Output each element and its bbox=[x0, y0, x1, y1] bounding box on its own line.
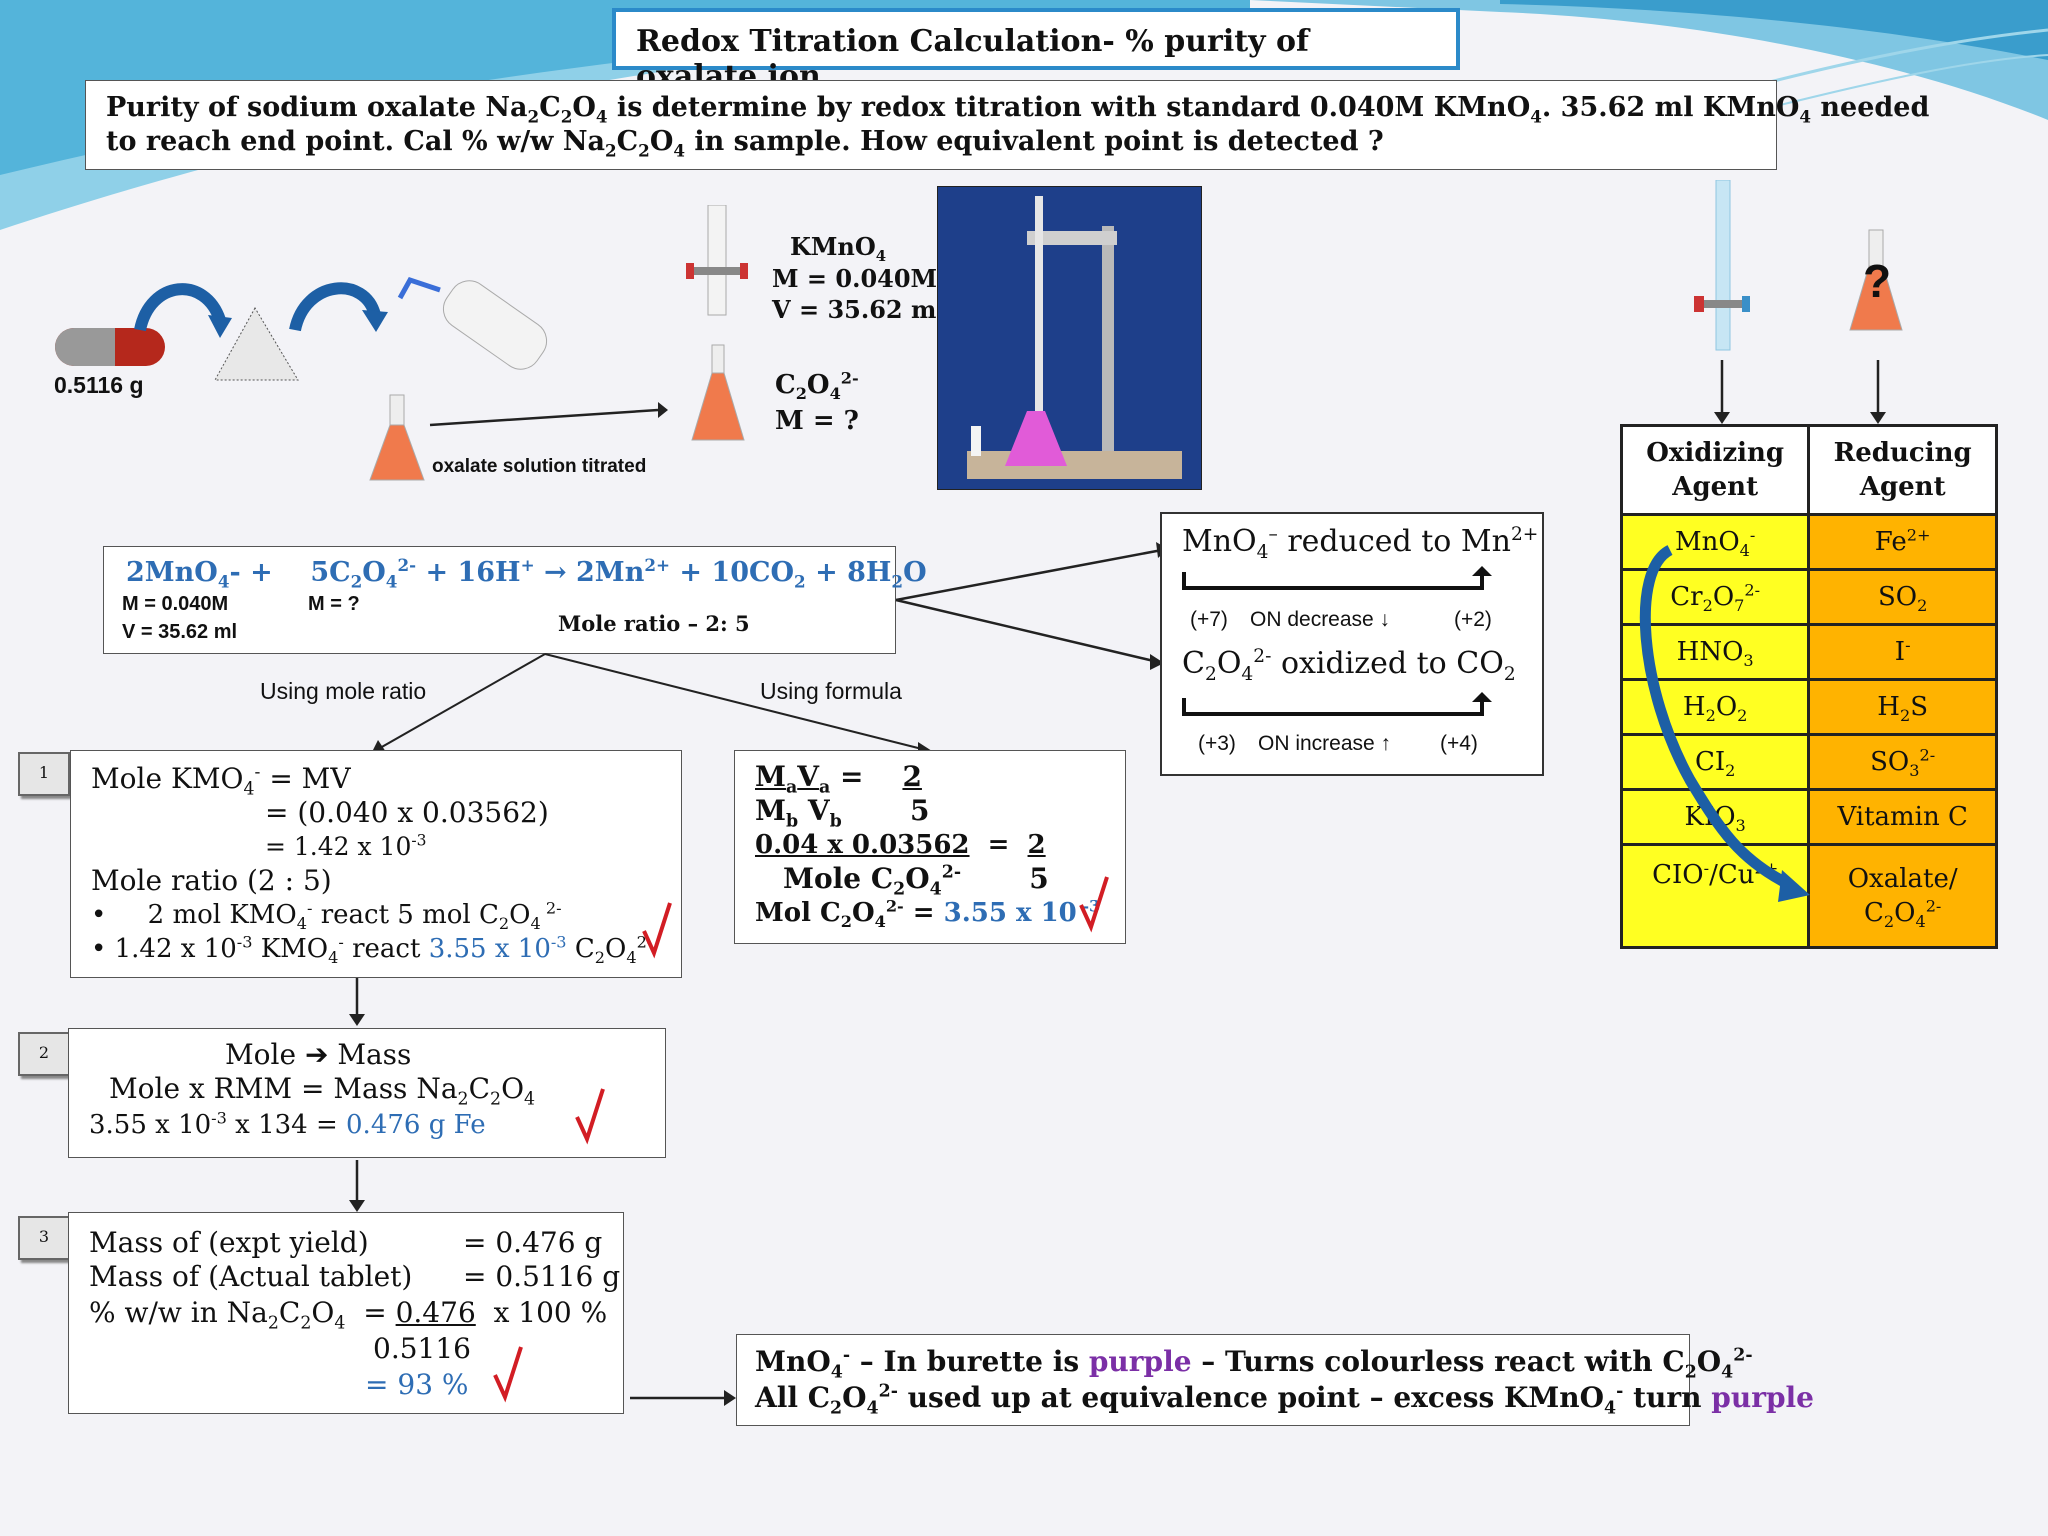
flask-caption: oxalate solution titrated bbox=[432, 456, 647, 477]
conical-flask-icon bbox=[691, 344, 745, 441]
reducer-cell: Fe2+ bbox=[1807, 513, 1998, 571]
burette-icon bbox=[686, 205, 748, 316]
capsule-icon bbox=[55, 328, 165, 366]
step3-line2a: Mass of (Actual tablet) bbox=[89, 1260, 413, 1293]
reducer-cell: Vitamin C bbox=[1807, 788, 1998, 846]
using-mole-ratio-label: Using mole ratio bbox=[260, 678, 427, 704]
step3-line2b: = 0.5116 g bbox=[463, 1260, 621, 1293]
question-line-2: to reach end point. Cal % w/w Na2C2O4 in… bbox=[106, 126, 1384, 161]
step-badge: 1 bbox=[18, 752, 70, 796]
reduction-line: MnO4– reduced to Mn2+ bbox=[1182, 524, 1539, 563]
ox-state-left: (+3) bbox=[1198, 732, 1236, 755]
step-1-box: Mole KMO4- = MV = (0.040 x 0.03562) = 1.… bbox=[70, 750, 682, 978]
check-mark-icon bbox=[575, 1088, 605, 1145]
step1-line3: = 1.42 x 10-3 bbox=[265, 831, 427, 861]
mole-ratio-label: Mole ratio – 2: 5 bbox=[558, 611, 750, 636]
ox-state-right: (+2) bbox=[1454, 608, 1492, 631]
step1-line6: • 1.42 x 10-3 KMO4- react 3.55 x 10-3 C2… bbox=[91, 932, 653, 968]
reducer-cell: Oxalate/C2O42- bbox=[1807, 843, 1998, 949]
on-increase-label: ON increase ↑ bbox=[1258, 732, 1392, 755]
step-3-box: Mass of (expt yield) = 0.476 g Mass of (… bbox=[68, 1212, 624, 1414]
step2-line3: 3.55 x 10-3 x 134 = 0.476 g Fe bbox=[89, 1108, 486, 1140]
step3-line3: % w/w in Na2C2O4 = 0.476 x 100 % bbox=[89, 1296, 608, 1334]
formula-line1: MaVa = 2 bbox=[755, 760, 922, 798]
step1-line2: = (0.040 x 0.03562) bbox=[265, 796, 549, 829]
agents-illustration bbox=[1694, 180, 1903, 351]
step-2-box: Mole ➔ Mass Mole x RMM = Mass Na2C2O4 3.… bbox=[68, 1028, 666, 1158]
oxidation-line: C2O42- oxidized to CO2 bbox=[1182, 646, 1516, 685]
check-mark-icon bbox=[493, 1346, 523, 1403]
question-mark: ? bbox=[1863, 255, 1892, 307]
balanced-equation: 2MnO4- + 5C2O42- + 16H+ → 2Mn2+ + 10CO2 … bbox=[126, 555, 927, 592]
curved-link-arrow bbox=[1639, 545, 1810, 902]
reduction-arrow bbox=[1182, 566, 1492, 590]
arrow-to-titration bbox=[429, 408, 659, 427]
question-line-1: Purity of sodium oxalate Na2C2O4 is dete… bbox=[106, 92, 1930, 127]
burette-and-flask-illustration bbox=[686, 205, 748, 441]
reducer-cell: SO32- bbox=[1807, 733, 1998, 791]
flask-icon bbox=[369, 394, 425, 481]
step1-line1: Mole KMO4- = MV bbox=[91, 762, 351, 800]
sample-preparation-illustration bbox=[55, 276, 668, 481]
oxidizer-cell: MnO4- bbox=[1619, 513, 1811, 571]
formula-box: MaVa = 2 Mb Vb 5 0.04 x 0.03562 = 2 Mole… bbox=[734, 750, 1126, 944]
endpoint-line1: MnO4- – In burette is purple – Turns col… bbox=[755, 1345, 1753, 1383]
using-formula-label: Using formula bbox=[760, 678, 902, 704]
check-mark-icon bbox=[1079, 876, 1109, 933]
oxidation-arrow bbox=[1182, 692, 1492, 716]
reducer-cell: I- bbox=[1807, 623, 1998, 681]
kmno4-label: KMnO4 bbox=[790, 232, 887, 265]
titration-apparatus-photo bbox=[937, 186, 1202, 490]
oxidizer-cell: CIO-/Cu2+ bbox=[1619, 843, 1811, 949]
step2-line2: Mole x RMM = Mass Na2C2O4 bbox=[109, 1072, 536, 1110]
burette-icon bbox=[1694, 180, 1750, 351]
powder-pile-icon bbox=[214, 306, 299, 381]
formula-line3: 0.04 x 0.03562 = 2 bbox=[755, 830, 1046, 860]
formula-line4: Mole C2O42- 5 bbox=[783, 862, 1049, 900]
question-box: Purity of sodium oxalate Na2C2O4 is dete… bbox=[85, 80, 1929, 170]
curved-arrow-icon bbox=[134, 283, 226, 332]
endpoint-line2: All C2O42- used up at equivalence point … bbox=[755, 1381, 1814, 1419]
step3-line1b: = 0.476 g bbox=[463, 1226, 603, 1259]
step3-line1a: Mass of (expt yield) bbox=[89, 1226, 369, 1259]
oxidizer-cell: CI2 bbox=[1619, 733, 1811, 791]
kmno4-volume: V = 35.62 ml bbox=[772, 295, 946, 324]
reducer-cell: H2S bbox=[1807, 678, 1998, 736]
step3-line5: = 93 % bbox=[365, 1368, 469, 1401]
eq-molarity-2: M = ? bbox=[308, 593, 360, 615]
wash-bottle-icon bbox=[397, 276, 548, 370]
curved-arrow-icon bbox=[289, 282, 381, 332]
step1-line5: • 2 mol KMO4- react 5 mol C2O4 2- bbox=[91, 898, 562, 934]
on-decrease-label: ON decrease ↓ bbox=[1250, 608, 1391, 631]
check-mark-icon bbox=[642, 902, 672, 959]
redox-box: MnO4– reduced to Mn2+ (+7) ON decrease ↓… bbox=[1160, 512, 1544, 776]
step1-line4: Mole ratio (2 : 5) bbox=[91, 864, 332, 897]
kmno4-molarity: M = 0.040M bbox=[772, 264, 938, 293]
endpoint-box: MnO4- – In burette is purple – Turns col… bbox=[736, 1334, 1814, 1426]
reducer-cell: SO2 bbox=[1807, 568, 1998, 626]
step3-line4: 0.5116 bbox=[373, 1332, 471, 1365]
conical-flask-icon bbox=[1849, 229, 1903, 331]
oxalate-molarity: M = ? bbox=[775, 406, 859, 436]
ox-state-left: (+7) bbox=[1190, 608, 1228, 631]
eq-volume: V = 35.62 ml bbox=[122, 621, 238, 643]
formula-line2: Mb Vb 5 bbox=[755, 794, 930, 832]
oxalate-label: C2O42- bbox=[775, 368, 859, 404]
step-badge: 3 bbox=[18, 1216, 70, 1260]
equation-box: 2MnO4- + 5C2O42- + 16H+ → 2Mn2+ + 10CO2 … bbox=[103, 546, 927, 654]
eq-molarity-1: M = 0.040M bbox=[122, 593, 229, 615]
step2-line1: Mole ➔ Mass bbox=[225, 1038, 412, 1071]
formula-line5: Mol C2O42- = 3.55 x 10 -3 bbox=[755, 896, 1101, 932]
step-badge: 2 bbox=[18, 1032, 70, 1076]
ox-state-right: (+4) bbox=[1440, 732, 1478, 755]
sample-mass-label: 0.5116 g bbox=[54, 372, 144, 398]
